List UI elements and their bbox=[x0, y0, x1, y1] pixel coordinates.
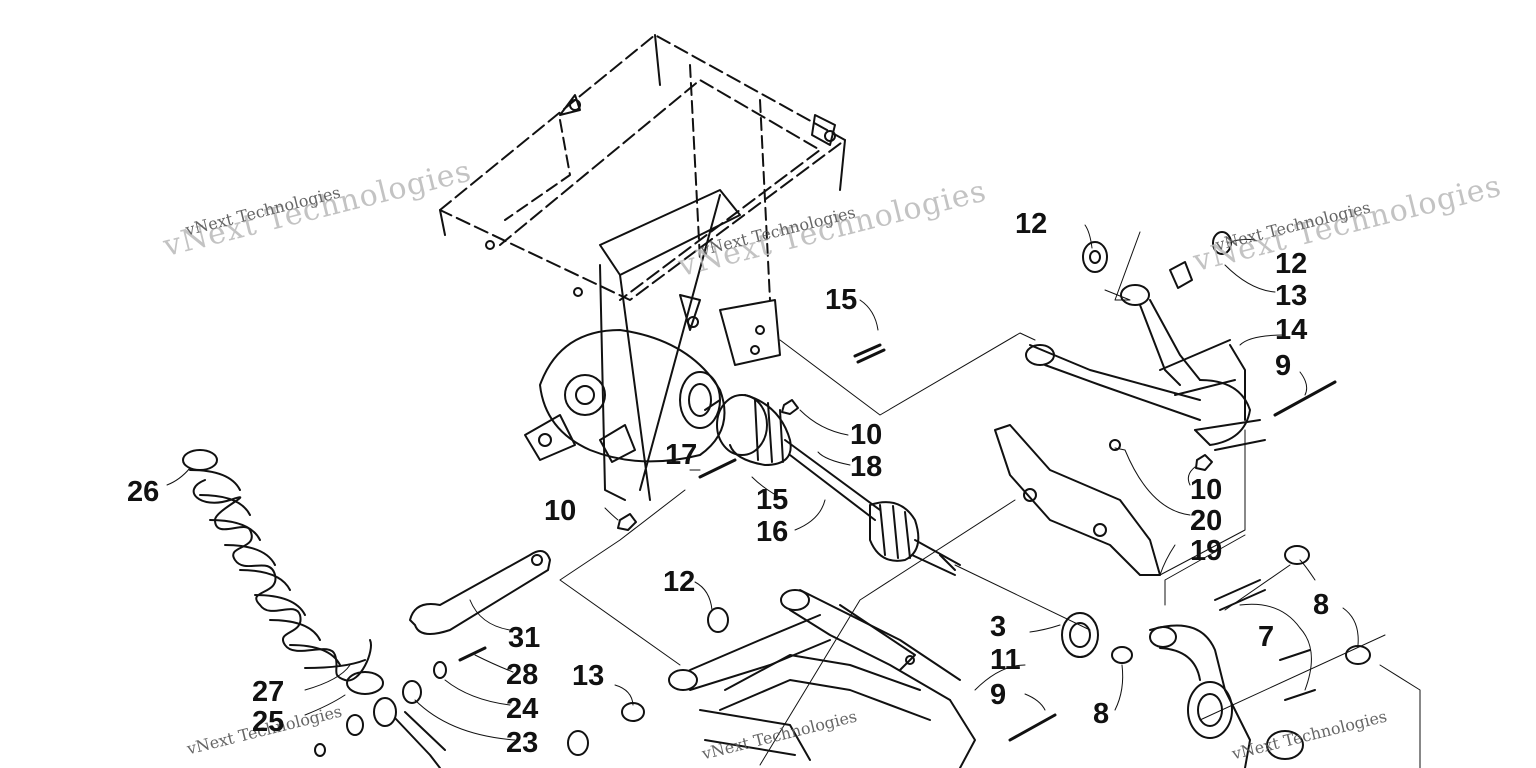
callout-27: 27 bbox=[252, 676, 285, 708]
callout-13: 13 bbox=[572, 660, 605, 692]
callout-10: 10 bbox=[1190, 474, 1223, 506]
callout-25: 25 bbox=[252, 706, 285, 738]
callout-12: 12 bbox=[1015, 208, 1048, 240]
leader-lines bbox=[166, 224, 1421, 768]
callout-15: 15 bbox=[756, 484, 789, 516]
callout-28: 28 bbox=[506, 659, 539, 691]
callout-11: 11 bbox=[990, 644, 1021, 676]
gearcase-drawing bbox=[524, 299, 781, 463]
callout-13: 13 bbox=[1275, 280, 1308, 312]
callout-20: 20 bbox=[1190, 505, 1223, 537]
callout-12: 12 bbox=[663, 566, 696, 598]
callout-19: 19 bbox=[1190, 535, 1223, 567]
upper-a-arm-drawing bbox=[1025, 284, 1266, 451]
spanner-wrench-drawing bbox=[409, 550, 551, 635]
callout-3: 3 bbox=[990, 611, 1007, 643]
coil-spring-drawing bbox=[182, 449, 384, 695]
guard-plate-drawing bbox=[994, 424, 1161, 576]
callout-26: 26 bbox=[127, 476, 160, 508]
callout-8: 8 bbox=[1313, 589, 1330, 621]
frame-drawing bbox=[439, 34, 846, 501]
callout-12: 12 bbox=[1275, 248, 1308, 280]
knuckle-drawing bbox=[1061, 545, 1371, 768]
callout-18: 18 bbox=[850, 451, 883, 483]
callout-17: 17 bbox=[665, 439, 698, 471]
callout-10: 10 bbox=[544, 495, 577, 527]
callout-7: 7 bbox=[1258, 621, 1275, 653]
callout-16: 16 bbox=[756, 516, 789, 548]
shock-parts-drawing bbox=[314, 607, 729, 768]
drive-axle-drawing bbox=[704, 394, 961, 576]
callout-9: 9 bbox=[990, 679, 1007, 711]
callout-14: 14 bbox=[1275, 314, 1308, 346]
callout-10: 10 bbox=[850, 419, 883, 451]
callout-9: 9 bbox=[1275, 350, 1292, 382]
fasteners-drawing bbox=[458, 231, 1337, 742]
callout-8: 8 bbox=[1093, 698, 1110, 730]
callout-15: 15 bbox=[825, 284, 858, 316]
lower-a-arm-drawing bbox=[668, 589, 976, 768]
callout-24: 24 bbox=[506, 693, 539, 725]
callout-31: 31 bbox=[508, 622, 541, 654]
callout-23: 23 bbox=[506, 727, 539, 759]
